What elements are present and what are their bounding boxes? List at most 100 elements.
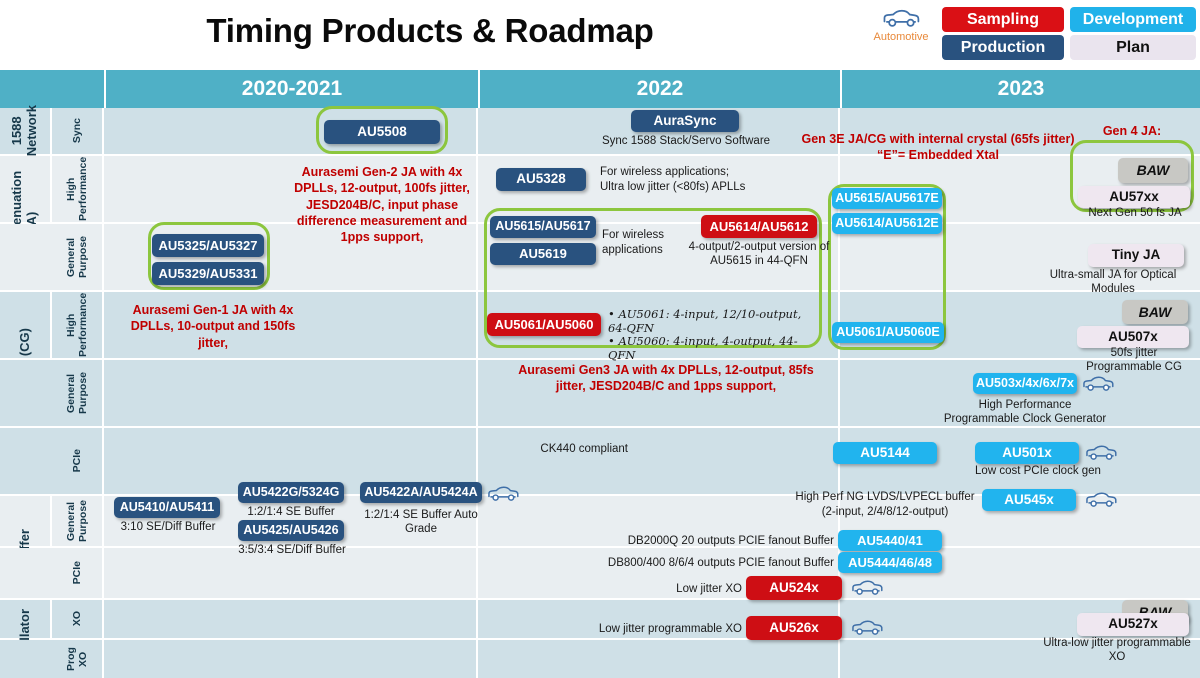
caption-db2000q: DB2000Q 20 outputs PCIE fanout Buffer <box>627 535 834 547</box>
chip-au5061-au5060e[interactable]: AU5061/AU5060E <box>832 322 944 343</box>
page-title: Timing Products & Roadmap <box>206 12 654 49</box>
chip-au5444-46-48[interactable]: AU5444/46/48 <box>838 552 942 573</box>
note-gen3-ja: Aurasemi Gen3 JA with 4x DPLLs, 12-outpu… <box>518 363 814 394</box>
caption-au5410: 3:10 SE/Diff Buffer <box>120 521 216 533</box>
chip-baw-2[interactable]: BAW <box>1122 300 1188 324</box>
chip-au5614-au5612[interactable]: AU5614/AU5612 <box>701 215 817 238</box>
chip-au5422g[interactable]: AU5422G/5324G <box>238 482 344 503</box>
chip-au503x[interactable]: AU503x/4x/6x/7x <box>973 373 1077 394</box>
car-icon <box>486 485 520 502</box>
chip-au545x[interactable]: AU545x <box>982 489 1076 511</box>
caption-wireless: For wireless applications <box>602 229 664 256</box>
row-category-label: 1588 Network <box>9 105 39 157</box>
chip-au5328[interactable]: AU5328 <box>496 168 586 191</box>
row-subcategory: General Purpose <box>52 224 104 290</box>
caption-au5614: 4-output/2-output version of AU5615 in 4… <box>688 241 830 268</box>
chip-au507x[interactable]: AU507x <box>1077 326 1189 348</box>
legend-plan[interactable]: Plan <box>1070 35 1196 60</box>
chip-au5614-au5612e[interactable]: AU5614/AU5612E <box>832 213 942 234</box>
caption-au503x: High Performance Programmable Clock Gene… <box>943 399 1107 426</box>
chip-tiny-ja[interactable]: Tiny JA <box>1088 244 1184 267</box>
caption-tiny-ja: Ultra-small JA for Optical Modules <box>1049 269 1177 296</box>
chip-au526x[interactable]: AU526x <box>746 616 842 640</box>
chip-au5425-au5426[interactable]: AU5425/AU5426 <box>238 520 344 541</box>
table-row: General Purpose <box>0 360 1200 428</box>
car-icon <box>1084 491 1118 508</box>
caption-au5328: For wireless applications; Ultra low jit… <box>600 166 746 193</box>
row-category: 1588 Network <box>0 105 52 157</box>
chip-au501x[interactable]: AU501x <box>975 442 1079 464</box>
chip-au5329-au5331[interactable]: AU5329/AU5331 <box>152 262 264 285</box>
chip-au5615-au5617[interactable]: AU5615/AU5617 <box>490 216 596 238</box>
car-icon <box>850 619 884 636</box>
table-row: Oscillator XO <box>0 600 1200 678</box>
legend-automotive: Automotive <box>866 8 936 43</box>
legend-production[interactable]: Production <box>942 35 1064 60</box>
caption-au527x: Ultra-low jitter programmable XO <box>1043 637 1191 664</box>
row-subcategory-label: General Purpose <box>64 500 89 543</box>
caption-db800: DB800/400 8/6/4 outputs PCIE fanout Buff… <box>607 557 834 569</box>
chip-au5508[interactable]: AU5508 <box>324 120 440 144</box>
row-subcategory-label: PCIe <box>70 449 83 473</box>
chip-au5619[interactable]: AU5619 <box>490 243 596 265</box>
chip-aurasync[interactable]: AuraSync <box>631 110 739 132</box>
row-subcategory-label: General Purpose <box>64 236 89 279</box>
row-subcategory: Sync <box>52 108 104 154</box>
car-icon <box>850 579 884 596</box>
caption-low-jitter-prog-xo: Low jitter programmable XO <box>598 623 742 635</box>
row-subcategory: General Purpose <box>52 360 104 426</box>
chip-au5144[interactable]: AU5144 <box>833 442 937 464</box>
caption-ck440: CK440 compliant <box>540 443 628 455</box>
note-gen4-ja: Gen 4 JA: <box>1102 124 1162 138</box>
row-subcategory: High Performance <box>52 156 104 222</box>
chip-au5061-au5060[interactable]: AU5061/AU5060 <box>487 313 601 336</box>
table-row: Jitter Attenuation (JA) High Performance <box>0 156 1200 292</box>
header-cell-2023: 2023 <box>840 70 1200 108</box>
chip-baw-1[interactable]: BAW <box>1118 158 1188 183</box>
row-subcategory-label: General Purpose <box>64 372 89 415</box>
legend-sampling[interactable]: Sampling <box>942 7 1064 32</box>
chip-au5440-41[interactable]: AU5440/41 <box>838 530 942 551</box>
car-icon <box>1084 444 1118 461</box>
caption-au507x: 50fs jitter Programmable CG <box>1086 347 1182 374</box>
bullets-au5061: • AU5061: 4-input, 12/10-output, 64-QFN … <box>608 307 802 362</box>
row-category: Oscillator <box>0 600 52 678</box>
table-row: 1588 Network Sync <box>0 105 1200 157</box>
header-cell-blank <box>0 70 104 108</box>
row-subcategory: XO <box>52 600 104 638</box>
chip-au5325-au5327[interactable]: AU5325/AU5327 <box>152 234 264 257</box>
caption-au501x: Low cost PCIe clock gen <box>975 465 1101 477</box>
note-gen2-ja: Aurasemi Gen-2 JA with 4x DPLLs, 12-outp… <box>294 165 470 244</box>
row-subcategory-label: High Performance <box>64 156 89 222</box>
legend-development[interactable]: Development <box>1070 7 1196 32</box>
header-cell-2020-2021: 2020-2021 <box>104 70 478 108</box>
table-row: PCIe <box>0 548 1200 600</box>
note-gen1-ja: Aurasemi Gen-1 JA with 4x DPLLs, 10-outp… <box>130 303 296 350</box>
chip-au524x[interactable]: AU524x <box>746 576 842 600</box>
table-row: Prog XO <box>0 640 1200 678</box>
car-icon <box>1081 375 1115 392</box>
row-subcategory: General Purpose <box>52 496 104 546</box>
row-subcategory: PCIe <box>52 548 104 598</box>
legend-automotive-label: Automotive <box>873 31 929 43</box>
note-gen3e: Gen 3E JA/CG with internal crystal (65fs… <box>801 132 1075 163</box>
caption-low-jitter-xo: Low jitter XO <box>676 583 742 595</box>
car-icon <box>866 8 936 32</box>
row-subcategory-label: PCIe <box>70 561 83 585</box>
row-subcategory: High Performance <box>52 292 104 358</box>
row-subcategory: Prog XO <box>52 640 104 678</box>
caption-au545x: High Perf NG LVDS/LVPECL buffer (2-input… <box>795 491 975 518</box>
roadmap-grid: 2020-2021 2022 2023 1588 Network Sync Ji… <box>0 70 1200 678</box>
chip-au527x[interactable]: AU527x <box>1077 613 1189 636</box>
chip-au57xx[interactable]: AU57xx <box>1078 186 1190 208</box>
row-subcategory-label: XO <box>70 611 83 627</box>
chip-au5410-au5411[interactable]: AU5410/AU5411 <box>114 497 220 518</box>
header-cell-2022: 2022 <box>478 70 840 108</box>
caption-au57xx: Next Gen 50 fs JA <box>1088 207 1182 219</box>
chip-au5422a[interactable]: AU5422A/AU5424A <box>360 482 482 503</box>
row-subcategory: PCIe <box>52 428 104 494</box>
chip-au5615-au5617e[interactable]: AU5615/AU5617E <box>832 188 942 209</box>
row-subcategory-label: Sync <box>70 118 83 144</box>
caption-au5422a: 1:2/1:4 SE Buffer Auto Grade <box>364 509 478 536</box>
row-subcategory-label: Prog XO <box>64 647 89 671</box>
